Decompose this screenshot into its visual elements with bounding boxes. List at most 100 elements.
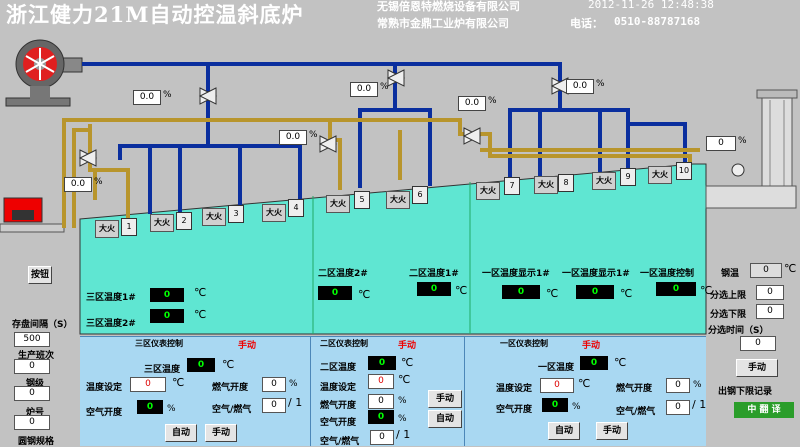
furnace-no-field[interactable]: 0 — [14, 415, 50, 430]
valve-readout-5: 0.0 — [458, 96, 486, 111]
upper-field[interactable]: 0 — [756, 285, 784, 300]
zone3-mode: 手动 — [238, 341, 257, 351]
zone3-temp-value: 0 — [187, 358, 215, 372]
zone1-air-value: 0 — [542, 398, 568, 412]
shift-field[interactable]: 0 — [14, 359, 50, 374]
zone3-gas-label: 燃气开度 — [212, 383, 249, 393]
zone3-temp-label: 三区温度 — [144, 365, 181, 375]
burner-tag: 大火 — [648, 166, 672, 184]
z1-disp1-value: 0 — [502, 285, 540, 299]
burner-6[interactable]: 6 — [412, 186, 428, 204]
steel-grade-field[interactable]: 0 — [14, 386, 50, 401]
z2-temp2-value: 0 — [318, 286, 352, 300]
z2-temp2-unit: ℃ — [358, 288, 371, 301]
zone3-air-label: 空气开度 — [86, 408, 123, 418]
zone3-gas-field[interactable]: 0 — [262, 377, 286, 392]
z3-temp1-label: 三区温度1# — [86, 293, 136, 303]
burner-5[interactable]: 5 — [354, 191, 370, 209]
zone2-setpoint-label: 温度设定 — [320, 383, 357, 393]
zone2-temp-label: 二区温度 — [320, 363, 357, 373]
zone2-gas-label: 燃气开度 — [320, 401, 357, 411]
valve-unit-4: % — [309, 130, 318, 140]
lower-label: 分选下限 — [710, 310, 747, 320]
zone3-gas-unit: % — [289, 379, 298, 389]
z3-temp2-label: 三区温度2# — [86, 319, 136, 329]
zone3-setpoint-field[interactable]: 0 — [130, 377, 166, 392]
zone1-auto-button[interactable]: 自动 — [548, 422, 580, 440]
zone1-temp-unit: ℃ — [614, 356, 627, 369]
zone1-ratio-label: 空气/燃气 — [616, 407, 656, 417]
furnace-no-label: 炉号 — [26, 408, 45, 418]
burner-tag: 大火 — [95, 220, 119, 238]
zone1-ratio-unit: / 1 — [692, 398, 707, 411]
zone1-gas-field[interactable]: 0 — [666, 378, 690, 393]
zone3-setpoint-unit: ℃ — [172, 376, 185, 389]
zone1-title: 一区仪表控制 — [500, 339, 548, 348]
zone1-air-unit: % — [572, 402, 581, 412]
generic-button[interactable]: 按钮 — [28, 266, 52, 284]
zone2-manual-button[interactable]: 手动 — [428, 390, 462, 408]
z3-temp1-unit: ℃ — [194, 286, 207, 299]
valve-readout-6: 0.0 — [64, 177, 92, 192]
zone1-manual-button[interactable]: 手动 — [596, 422, 628, 440]
valve-readout-3: 0.0 — [566, 79, 594, 94]
right-manual-button[interactable]: 手动 — [736, 359, 778, 377]
zone1-setpoint-field[interactable]: 0 — [540, 378, 574, 393]
valve-unit-5: % — [488, 96, 497, 106]
phone: 0510-88787168 — [614, 15, 701, 28]
burner-tag: 大火 — [592, 172, 616, 190]
upper-label: 分选上限 — [710, 291, 747, 301]
steel-temp-label: 钢温 — [721, 269, 740, 279]
z1-disp2-value: 0 — [576, 285, 614, 299]
z1-disp2-unit: ℃ — [620, 287, 633, 300]
zone2-setpoint-field[interactable]: 0 — [368, 374, 394, 389]
save-interval-field[interactable]: 500 — [14, 332, 50, 347]
zone1-setpoint-unit: ℃ — [578, 377, 591, 390]
zone1-gas-label: 燃气开度 — [616, 384, 653, 394]
zone1-air-label: 空气开度 — [496, 405, 533, 415]
zone1-temp-value: 0 — [580, 356, 608, 370]
valve-unit-3: % — [596, 79, 605, 89]
burner-7[interactable]: 7 — [504, 177, 520, 195]
z2-temp1-unit: ℃ — [455, 284, 468, 297]
phone-label: 电话： — [570, 17, 603, 30]
burner-3[interactable]: 3 — [228, 205, 244, 223]
zone1-gas-unit: % — [693, 380, 702, 390]
burner-8[interactable]: 8 — [558, 174, 574, 192]
z2-temp2-label: 二区温度2# — [318, 269, 368, 279]
sort-time-label: 分选时间（S） — [708, 326, 769, 336]
steel-grade-label: 钢级 — [26, 379, 45, 389]
steel-temp-field[interactable]: 0 — [750, 263, 782, 278]
zone1-ratio-field[interactable]: 0 — [666, 400, 690, 415]
shift-label: 生产班次 — [18, 351, 55, 361]
zone2-auto-button[interactable]: 自动 — [428, 410, 462, 428]
valve-readout-1: 0.0 — [133, 90, 161, 105]
burner-2[interactable]: 2 — [176, 212, 192, 230]
burner-10[interactable]: 10 — [676, 162, 692, 180]
zone3-air-unit: % — [167, 404, 176, 414]
zone3-setpoint-label: 温度设定 — [86, 383, 123, 393]
valve-unit-2: % — [380, 82, 389, 92]
burner-9[interactable]: 9 — [620, 168, 636, 186]
zone2-gas-field[interactable]: 0 — [368, 394, 394, 409]
z1-disp3-label: 一区温度控制 — [640, 269, 695, 279]
sort-time-field[interactable]: 0 — [740, 336, 776, 351]
z1-disp1-label: 一区温度显示1# — [482, 269, 550, 279]
valve-unit-7: % — [738, 136, 747, 146]
valve-readout-7: 0 — [706, 136, 736, 151]
burner-1[interactable]: 1 — [121, 218, 137, 236]
z1-disp2-label: 一区温度显示1# — [562, 269, 630, 279]
zone2-ratio-unit: / 1 — [396, 428, 411, 441]
z2-temp1-label: 二区温度1# — [409, 269, 459, 279]
valve-unit-6: % — [94, 177, 103, 187]
zone3-ratio-field[interactable]: 0 — [262, 398, 286, 413]
burner-4[interactable]: 4 — [288, 199, 304, 217]
lower-field[interactable]: 0 — [756, 304, 784, 319]
discharge-record-label: 出钢下限记录 — [718, 387, 773, 397]
zone3-auto-button[interactable]: 自动 — [165, 424, 197, 442]
watermark-badge: 中 翻 译 — [734, 402, 794, 418]
zone2-air-label: 空气开度 — [320, 418, 357, 428]
datetime: 2012-11-26 12:48:38 — [588, 0, 714, 11]
zone3-manual-button[interactable]: 手动 — [205, 424, 237, 442]
zone2-ratio-field[interactable]: 0 — [370, 430, 394, 445]
